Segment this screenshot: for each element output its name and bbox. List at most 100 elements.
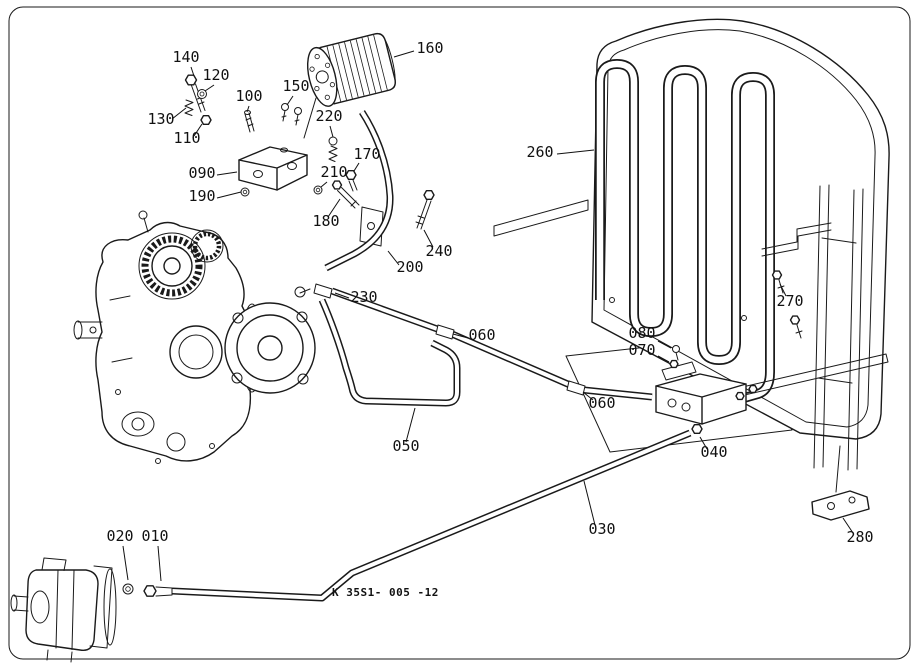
leader-line-070: [657, 355, 670, 363]
part-label-080: 080: [628, 324, 655, 342]
leader-line-090: [216, 171, 238, 176]
washer-210: [313, 185, 323, 195]
cooler-mounting-frame: [711, 184, 889, 493]
leader-line-200: [387, 250, 400, 266]
foot-plate-280: [811, 490, 870, 521]
union-060-lower: [566, 380, 586, 396]
manifold-fitting: [736, 393, 744, 400]
leader-line-140: [190, 66, 195, 77]
pipe-050: [318, 298, 461, 407]
page-border: [8, 6, 911, 660]
leaders-layer: [122, 50, 854, 582]
pipe-200: [324, 110, 394, 272]
leader-line-100: [246, 105, 250, 113]
part-label-190: 190: [188, 187, 215, 205]
engine-bore: [169, 325, 223, 379]
part-label-280: 280: [846, 528, 873, 546]
pin-080: [672, 345, 680, 361]
leader-line-170: [353, 162, 360, 172]
washer-120: [197, 89, 207, 99]
pipe-cooler-feed: [330, 287, 653, 401]
elbow-fitting-230: [299, 283, 333, 299]
part-label-120: 120: [202, 66, 229, 84]
shaft: [77, 321, 103, 339]
plug-070: [670, 361, 678, 368]
pipe-030: [171, 429, 692, 602]
leader-line-060: [452, 333, 469, 339]
part-label-270: 270: [776, 292, 803, 310]
part-label-020: 020: [106, 527, 133, 545]
hydraulic-pump: [10, 557, 117, 663]
filter-nipple: [303, 97, 317, 139]
leader-line-280: [842, 517, 854, 534]
leader-line-210: [320, 181, 328, 188]
leader-line-120: [204, 84, 215, 92]
part-label-100: 100: [235, 87, 262, 105]
oil-filter-cartridge: [306, 32, 396, 107]
leader-line-220: [329, 125, 334, 138]
leader-line-270: [779, 283, 787, 297]
filter-head: [238, 146, 308, 191]
dipstick-knob: [138, 210, 148, 220]
part-label-240: 240: [425, 242, 452, 260]
manifold-block: [655, 373, 757, 425]
cooler-left-bracket: [493, 199, 589, 237]
leader-line-060: [582, 391, 594, 401]
manifold-fitting: [749, 386, 757, 393]
gear-housing: [138, 232, 206, 300]
part-label-170: 170: [353, 145, 380, 163]
bolt-180: [333, 181, 360, 209]
part-label-260: 260: [526, 143, 553, 161]
part-label-220: 220: [315, 107, 342, 125]
leader-line-260: [556, 149, 595, 155]
part-label-150: 150: [282, 77, 309, 95]
banjo-bolt-170: [346, 171, 357, 192]
part-label-210: 210: [320, 163, 347, 181]
bolt-240: [415, 191, 434, 230]
part-label-140: 140: [172, 48, 199, 66]
leader-line-010: [157, 545, 162, 582]
leader-line-160: [393, 50, 415, 58]
fitting-010: [144, 586, 173, 596]
drawing-code: K 35S1- 005 -12: [332, 586, 439, 599]
leader-line-240: [423, 229, 434, 248]
leader-line-040: [699, 436, 708, 450]
oil-cooler: [591, 18, 890, 440]
cooler-serpentine-tube-bore: [596, 60, 774, 402]
leader-line-110: [193, 123, 203, 137]
part-label-110: 110: [173, 129, 200, 147]
part-label-160: 160: [416, 39, 443, 57]
leader-line-130: [171, 107, 187, 120]
part-label-050: 050: [392, 437, 419, 455]
leader-line-180: [327, 198, 341, 218]
part-label-030: 030: [588, 520, 615, 538]
part-label-180: 180: [312, 212, 339, 230]
part-label-060: 060: [468, 326, 495, 344]
filter-mounting-face: [306, 46, 338, 107]
cooler-rivet: [741, 315, 747, 321]
engine-port-boss: [294, 286, 306, 298]
cooler-rivet: [609, 297, 615, 303]
pump-adapter-flange: [224, 302, 316, 394]
leader-line-030: [583, 480, 596, 526]
part-label-070: 070: [628, 341, 655, 359]
fitting-040: [692, 425, 702, 434]
washer-020: [122, 583, 134, 595]
leader-line-150: [286, 95, 294, 106]
leader-line-080: [657, 340, 672, 349]
bolts-150: [281, 103, 302, 126]
nut-110: [201, 116, 211, 125]
part-label-230: 230: [350, 288, 377, 306]
gasket-190: [240, 187, 250, 197]
idler-gear: [190, 229, 224, 263]
leader-line-230: [334, 292, 350, 299]
part-label-010: 010: [141, 527, 168, 545]
relief-valve-220: [328, 136, 338, 162]
stud-100: [244, 110, 255, 133]
leader-line-190: [216, 191, 242, 199]
part-label-060: 060: [588, 394, 615, 412]
leader-line-020: [122, 545, 129, 581]
